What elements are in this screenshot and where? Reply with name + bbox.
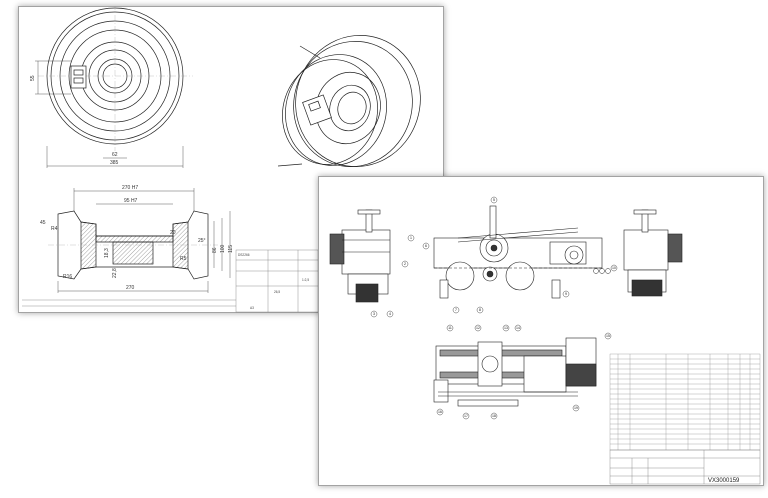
dim-100: 100 — [220, 244, 226, 253]
dim-18-3: 18,3 — [104, 248, 110, 258]
dim-45: 45 — [40, 220, 46, 226]
balloon-number: 10 — [612, 266, 616, 270]
sheet2-title-block — [609, 449, 761, 485]
balloon-number: 17 — [464, 414, 468, 418]
balloon-number: 19 — [574, 406, 578, 410]
dim-25deg: 25° — [198, 238, 206, 244]
sheet1-format: A3 — [250, 306, 254, 310]
assembly-plan-view — [433, 337, 597, 407]
balloon-number: 15 — [606, 334, 610, 338]
section-dimensions — [57, 188, 231, 293]
dim-270: 270 — [126, 285, 135, 291]
wheel-front-view — [38, 6, 193, 151]
dim-385: 385 — [110, 160, 119, 166]
assembly-left-view — [329, 209, 391, 303]
wheel-isometric-view — [277, 35, 421, 167]
balloon-callouts — [370, 196, 618, 420]
dim-r5: R5 — [180, 256, 187, 262]
sheet1-code: DS2266 — [238, 253, 250, 257]
balloon-number: 18 — [492, 414, 496, 418]
sheet2-doc-number: VX3000159 — [708, 478, 740, 484]
parts-list-table — [609, 353, 761, 451]
dim-22-8: 22,8 — [112, 268, 118, 278]
sheet1-mass: 26,5 — [274, 290, 280, 294]
assembly-front-view — [433, 205, 603, 299]
balloon-number: 11 — [448, 326, 452, 330]
assembly-front-view-gears — [593, 268, 611, 274]
balloon-number: 4 — [389, 312, 391, 316]
balloon-number: 16 — [438, 410, 442, 414]
balloon-number: 1 — [410, 236, 412, 240]
balloon-number: 9 — [565, 292, 567, 296]
balloon-number: 8 — [479, 308, 481, 312]
balloon-number: 3 — [373, 312, 375, 316]
wheel-section-view — [48, 210, 218, 280]
dim-20: 20 — [170, 230, 176, 236]
front-view-dimensions — [35, 60, 184, 168]
dim-r16: R16 — [63, 274, 72, 280]
dim-95-h7: 95 H7 — [124, 198, 138, 204]
balloon-number: 5 — [493, 198, 495, 202]
dim-62: 62 — [112, 152, 118, 158]
dim-115: 115 — [228, 245, 234, 253]
dim-55: 55 — [30, 75, 36, 81]
sheet1-scale: 1:2,5 — [302, 278, 309, 282]
assembly-right-view — [623, 209, 683, 297]
balloon-number: 13 — [504, 326, 508, 330]
dim-r4: R4 — [51, 226, 58, 232]
balloon-number: 12 — [476, 326, 480, 330]
balloon-number: 6 — [425, 244, 427, 248]
balloon-number: 7 — [455, 308, 457, 312]
balloon-number: 2 — [404, 262, 406, 266]
dim-86: 86 — [212, 247, 218, 253]
dim-270-h7: 270 H7 — [122, 185, 138, 191]
balloon-number: 14 — [516, 326, 520, 330]
wheel-drawing-sheet: 55 62 385 — [18, 6, 444, 313]
